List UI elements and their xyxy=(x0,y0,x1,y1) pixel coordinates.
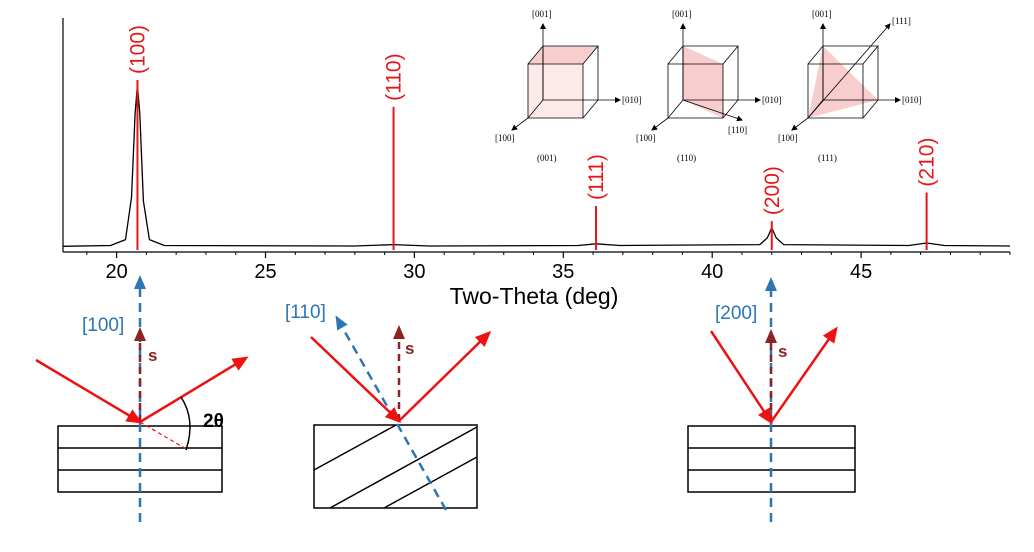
x-tick-labels: 20 25 30 35 40 45 xyxy=(105,261,872,283)
cube-inset: [001] [010] [100] (001) [001] [010] [100… xyxy=(495,9,922,163)
x-axis-label: Two-Theta (deg) xyxy=(450,283,619,309)
axis-label-110: [110] xyxy=(728,125,747,135)
cube-001: [001] [010] [100] (001) xyxy=(495,9,642,163)
axis-label-z: [001] xyxy=(532,9,552,19)
x-tick-label: 25 xyxy=(254,261,276,283)
incident-beam xyxy=(310,336,402,424)
peak-label: (110) xyxy=(383,53,406,100)
incident-beam xyxy=(35,358,143,424)
axis-111-x xyxy=(791,117,809,131)
diffracted-beam xyxy=(139,356,249,424)
direction-110 xyxy=(682,99,743,122)
axis-label-x: [100] xyxy=(495,133,515,143)
cube-001-hidden2 xyxy=(527,99,544,119)
angle-arc xyxy=(180,396,191,451)
direction-111 xyxy=(807,23,891,119)
axis-label-x: [100] xyxy=(778,133,798,143)
diffraction-pattern xyxy=(62,84,1011,247)
axis-label-111: [111] xyxy=(892,16,911,26)
lattice-plane xyxy=(329,426,478,509)
plane-001-shade xyxy=(528,46,598,64)
diagram-200: [200] s xyxy=(687,277,856,522)
peak-markers xyxy=(136,80,928,250)
cube-110-hidden2 xyxy=(667,99,684,119)
diagram-110: [110] s xyxy=(285,302,492,511)
incident-extension xyxy=(139,421,189,451)
diffracted-beam xyxy=(769,326,838,423)
incident-beam xyxy=(709,330,773,425)
axis-label-y: [010] xyxy=(902,95,922,105)
cube-110-back xyxy=(667,45,739,65)
peak-label: (200) xyxy=(761,166,784,215)
cube-001-back xyxy=(527,45,599,65)
cube-110-side xyxy=(722,46,739,119)
cube-110: [001] [010] [100] [110] (110) xyxy=(636,9,782,163)
lattice-plane xyxy=(313,424,397,471)
peak-label: (100) xyxy=(126,25,149,74)
axis-label-z: [001] xyxy=(672,9,692,19)
diagram-100: [100] s 2θ xyxy=(35,275,249,522)
x-ticks xyxy=(86,252,1011,258)
plane-label-110: (110) xyxy=(677,153,696,163)
crystal-block xyxy=(313,424,478,509)
x-tick-label: 45 xyxy=(850,261,872,283)
peak-label: (111) xyxy=(585,154,608,200)
direction-label: [200] xyxy=(715,303,757,324)
x-tick-label: 20 xyxy=(105,261,127,283)
x-tick-label: 40 xyxy=(701,261,723,283)
peak-label: (210) xyxy=(916,138,939,187)
cube-111: [001] [010] [100] [111] (111) xyxy=(778,9,922,163)
direction-label: [110] xyxy=(285,302,326,323)
plane-001-front xyxy=(528,64,583,118)
diffracted-beam xyxy=(398,330,492,422)
s-label: s xyxy=(778,342,787,361)
cube-111-back xyxy=(807,45,879,65)
plane-111-shade xyxy=(808,46,878,118)
plane-label-111: (111) xyxy=(818,153,837,163)
axis-label-z: [001] xyxy=(812,9,832,19)
x-tick-label: 35 xyxy=(552,261,574,283)
angle-label: 2θ xyxy=(203,411,224,432)
axis-label-y: [010] xyxy=(622,95,642,105)
axis-label-y: [010] xyxy=(762,95,782,105)
plot-area: 20 25 30 35 40 45 (100) (110) (111) (200) (210) T… xyxy=(62,18,1011,309)
plane-label-001: (001) xyxy=(537,153,557,163)
cube-111-side xyxy=(862,46,879,119)
x-tick-label: 30 xyxy=(403,261,425,283)
axis-001-x xyxy=(511,117,529,131)
s-label: s xyxy=(148,346,157,365)
axis-label-x: [100] xyxy=(636,133,656,143)
axis-110-x xyxy=(651,117,669,131)
peak-labels: (100) (110) (111) (200) (210) xyxy=(126,25,938,215)
s-label: s xyxy=(405,339,414,358)
direction-label: [100] xyxy=(82,315,124,336)
